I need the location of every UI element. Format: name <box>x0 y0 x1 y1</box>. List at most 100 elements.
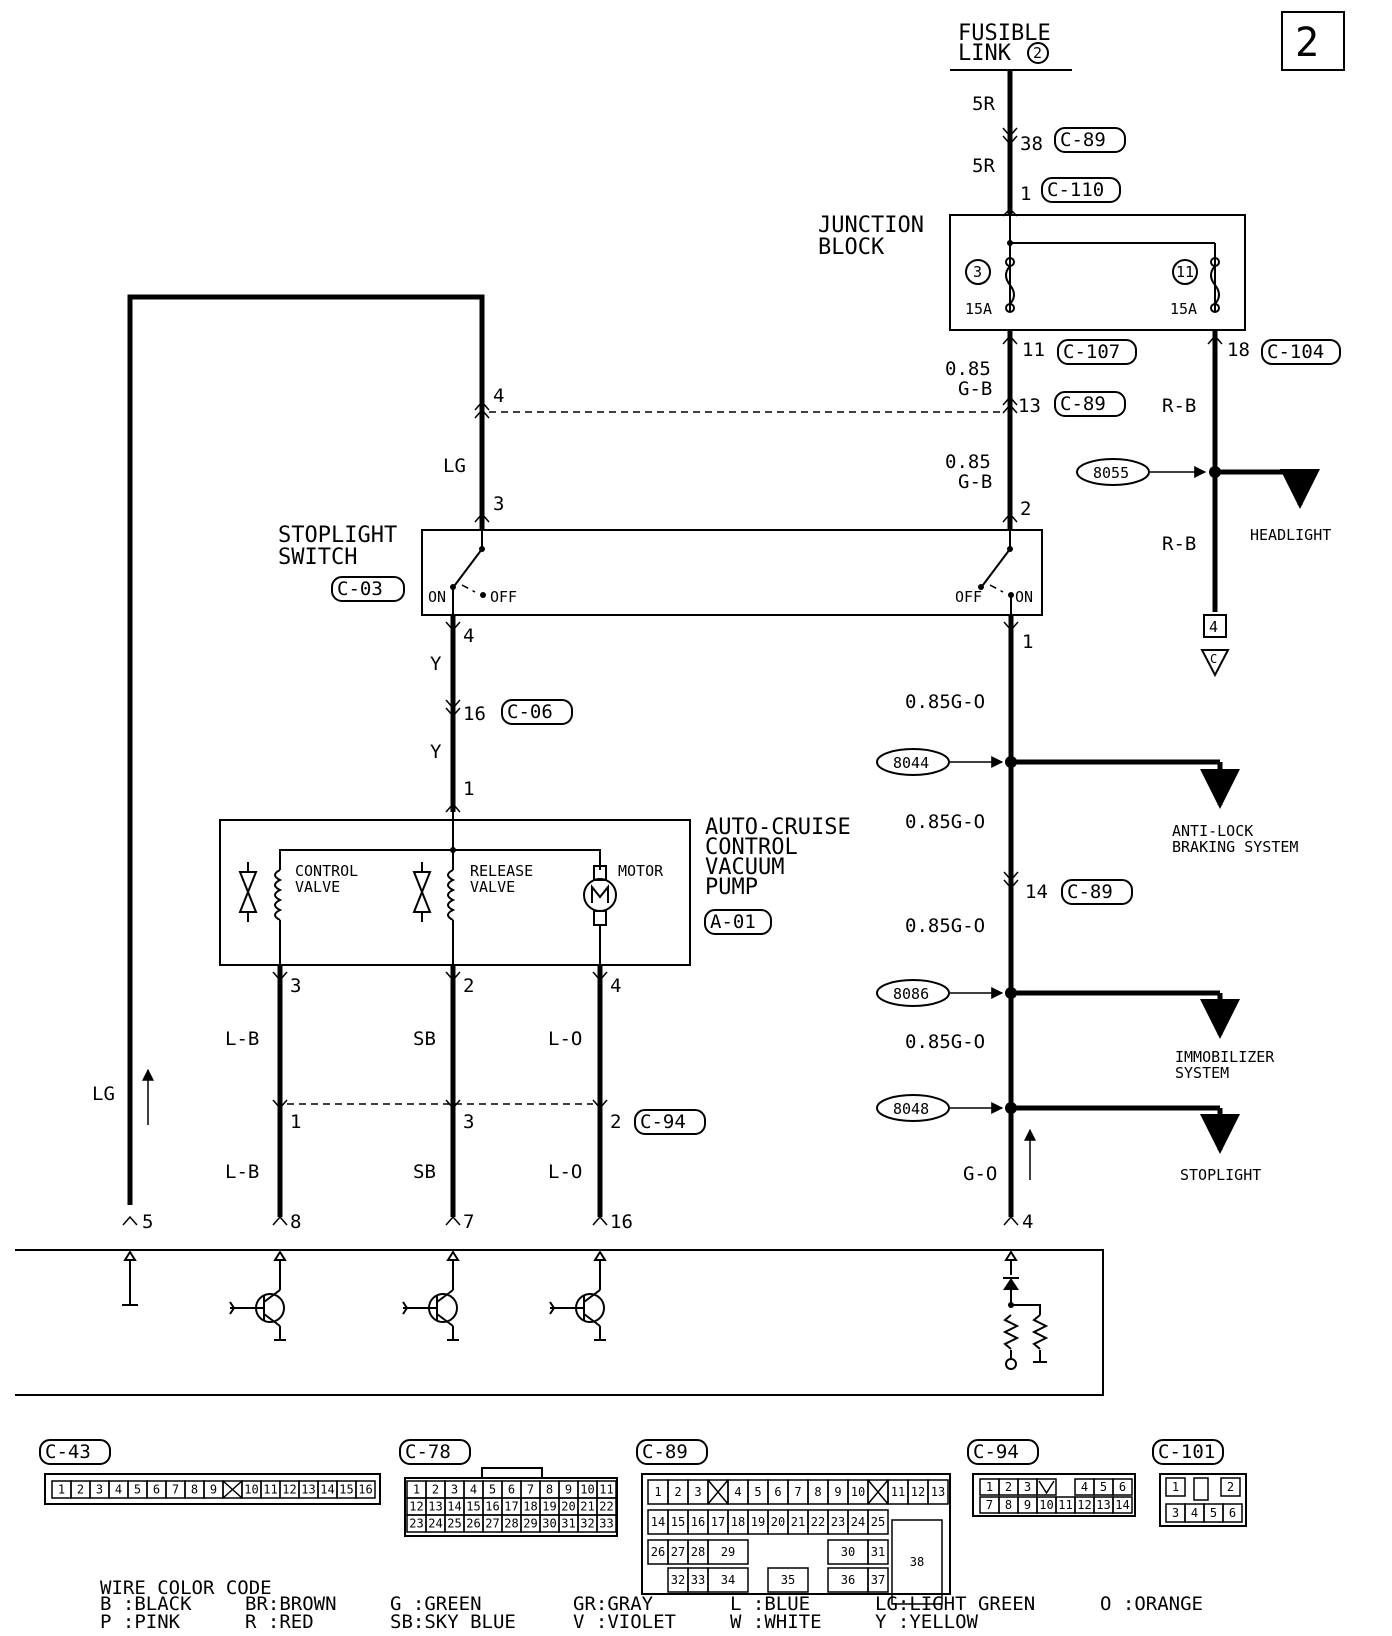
svg-text:0.85G-O: 0.85G-O <box>905 1031 985 1053</box>
c101-pin-number: 5 <box>1210 1506 1217 1520</box>
svg-text:R :RED: R :RED <box>245 1611 314 1633</box>
svg-text:C-78: C-78 <box>405 1441 451 1463</box>
svg-text:11: 11 <box>1176 263 1194 281</box>
svg-text:0.85G-O: 0.85G-O <box>905 811 985 833</box>
c78-pin-number: 24 <box>428 1517 442 1531</box>
c89-pin-number: 37 <box>871 1573 885 1587</box>
c43-pin-number: 9 <box>210 1483 217 1497</box>
svg-text:GR:GRAY: GR:GRAY <box>573 1593 654 1615</box>
c89-pin-number: 31 <box>871 1545 885 1559</box>
svg-text:1: 1 <box>1020 183 1031 205</box>
c78-pin-number: 14 <box>447 1500 461 1514</box>
c43-pin-number: 14 <box>320 1483 334 1497</box>
svg-text:4: 4 <box>1209 618 1218 636</box>
c89-pin-cell <box>867 1567 889 1593</box>
svg-text:C-89: C-89 <box>1060 129 1106 151</box>
c78-pin-number: 11 <box>599 1483 613 1497</box>
svg-text:8: 8 <box>290 1211 301 1233</box>
c89-pin-number: 35 <box>781 1573 795 1587</box>
c89-pin-number: 9 <box>834 1485 841 1499</box>
svg-text:VALVE: VALVE <box>295 878 340 896</box>
svg-text:MOTOR: MOTOR <box>618 862 664 880</box>
c78-pin-number: 12 <box>409 1500 423 1514</box>
svg-text:7: 7 <box>463 1211 474 1233</box>
c78-pin-number: 2 <box>432 1483 439 1497</box>
ecu-pins: 5 8 7 16 <box>122 1211 1019 1233</box>
c89-pin-cell <box>891 1519 943 1605</box>
svg-text:STOPLIGHT: STOPLIGHT <box>1180 1166 1261 1184</box>
svg-text:ON: ON <box>428 588 446 606</box>
svg-text:3: 3 <box>290 975 301 997</box>
svg-text:C-94: C-94 <box>640 1111 686 1133</box>
splice-8048: 8048 STOPLIGHT <box>876 1094 1261 1184</box>
svg-text:VACUUM: VACUUM <box>705 855 784 880</box>
c89-pin-number: 22 <box>811 1515 825 1529</box>
c89-pin-cell <box>767 1567 809 1593</box>
c89-pin-number: 24 <box>851 1515 865 1529</box>
c94-pin-number: 3 <box>1024 1480 1031 1494</box>
c78-pin-number: 1 <box>413 1483 420 1497</box>
wire-LG-loop: 4 LG 3 LG <box>92 294 1003 1205</box>
auto-cruise-pump: AUTO-CRUISE CONTROL VACUUM PUMP A-01 CON… <box>219 812 851 966</box>
c89-pin-number: 28 <box>691 1545 705 1559</box>
svg-text:OFF: OFF <box>955 588 982 606</box>
svg-text:LG: LG <box>443 455 466 477</box>
c94-key-mark <box>1038 1480 1055 1495</box>
svg-text:SB:SKY BLUE: SB:SKY BLUE <box>390 1611 516 1633</box>
svg-text:VALVE: VALVE <box>470 878 515 896</box>
svg-text:FUSIBLE: FUSIBLE <box>958 21 1051 46</box>
c78-pin-number: 29 <box>523 1517 537 1531</box>
c43-pin-number: 8 <box>191 1483 198 1497</box>
c78-pin-number: 6 <box>508 1483 515 1497</box>
c101-pin-number: 2 <box>1227 1480 1234 1494</box>
svg-text:2: 2 <box>463 975 474 997</box>
c78-pin-number: 18 <box>523 1500 537 1514</box>
svg-text:5: 5 <box>142 1211 153 1233</box>
svg-text:R-B: R-B <box>1162 533 1196 555</box>
svg-text:2: 2 <box>610 1111 621 1133</box>
svg-text:AUTO-CRUISE: AUTO-CRUISE <box>705 815 851 840</box>
c78-pin-number: 7 <box>527 1483 534 1497</box>
c89-pin-number: 20 <box>771 1515 785 1529</box>
c101-pin-number: 3 <box>1172 1506 1179 1520</box>
svg-text:V :VIOLET: V :VIOLET <box>573 1611 676 1633</box>
c78-pin-number: 31 <box>561 1517 575 1531</box>
svg-text:C-110: C-110 <box>1047 179 1104 201</box>
svg-text:0.85G-O: 0.85G-O <box>905 691 985 713</box>
svg-text:3: 3 <box>463 1111 474 1133</box>
c43-pin-number: 5 <box>134 1483 141 1497</box>
c43-blank-pin <box>222 1480 243 1499</box>
svg-text:C-89: C-89 <box>642 1441 688 1463</box>
c89-pin-number: 3 <box>694 1485 701 1499</box>
c89-pin-number: 15 <box>671 1515 685 1529</box>
wire-G-B: 11 C-107 0.85 G-B 13 C-89 0.85 G-B 2 <box>945 330 1137 530</box>
svg-text:PUMP: PUMP <box>705 875 758 900</box>
svg-text:L-O: L-O <box>548 1028 582 1050</box>
splice-8055: 8055 <box>1076 458 1207 486</box>
c94-pin-number: 5 <box>1100 1480 1107 1494</box>
c101-pin-number: 4 <box>1191 1506 1198 1520</box>
wire-R-B: 18 C-104 R-B R-B HEADLIGHT 4 C <box>1162 330 1341 678</box>
svg-text:15A: 15A <box>1170 300 1197 318</box>
c43-pin-number: 16 <box>358 1483 372 1497</box>
svg-text:CONTROL: CONTROL <box>295 862 358 880</box>
c78-pin-number: 5 <box>489 1483 496 1497</box>
c43-pin-number: 11 <box>263 1483 277 1497</box>
c89-pin-number: 25 <box>871 1515 885 1529</box>
svg-text:C-94: C-94 <box>973 1441 1019 1463</box>
c89-pin-number: 27 <box>671 1545 685 1559</box>
svg-text:HEADLIGHT: HEADLIGHT <box>1250 526 1331 544</box>
svg-text:JUNCTION: JUNCTION <box>818 213 924 238</box>
svg-text:2: 2 <box>1020 498 1031 520</box>
c89-pin-cell <box>707 1567 749 1593</box>
c43-pin-number: 12 <box>282 1483 296 1497</box>
c89-blank-pin <box>707 1479 729 1505</box>
transistor-8 <box>229 1250 287 1341</box>
c89-pin-number: 8 <box>814 1485 821 1499</box>
page-number-box: 2 <box>1281 11 1345 71</box>
c94-pin-number: 4 <box>1081 1480 1088 1494</box>
svg-text:STOPLIGHT: STOPLIGHT <box>278 523 397 548</box>
c89-pin-number: 4 <box>734 1485 741 1499</box>
